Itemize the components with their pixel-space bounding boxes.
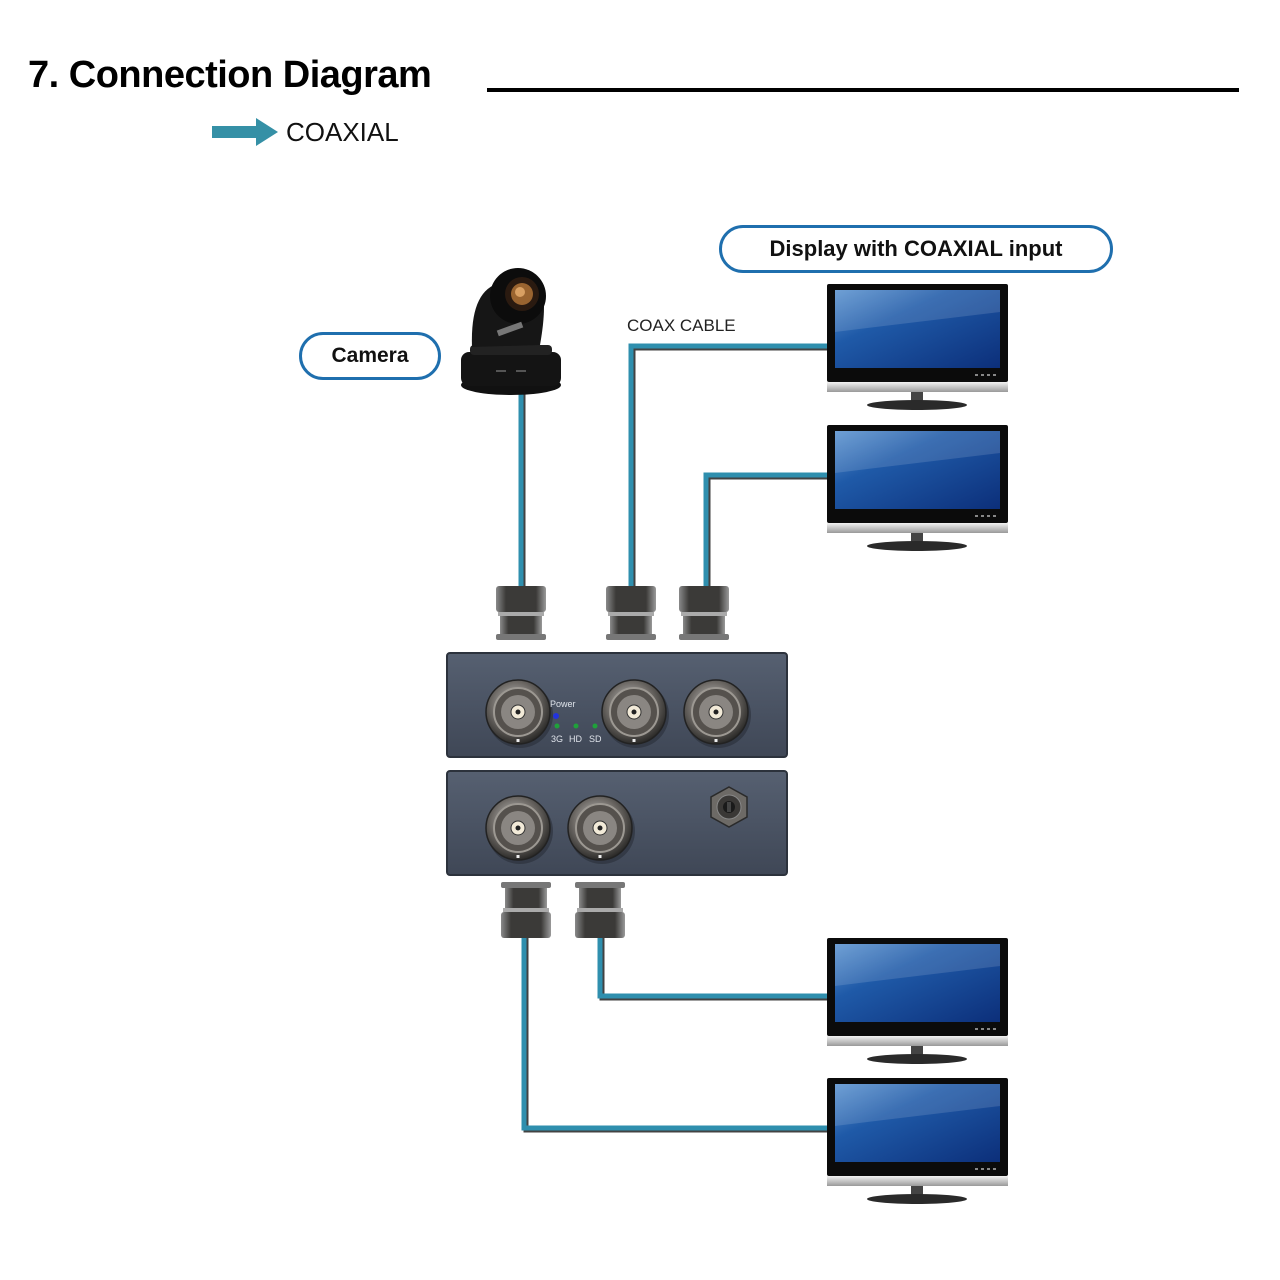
front-bnc-3[interactable] bbox=[683, 679, 751, 748]
legend: COAXIAL bbox=[212, 116, 399, 148]
bnc-plug-display-4 bbox=[501, 882, 551, 938]
display-label: Display with COAXIAL input bbox=[719, 225, 1113, 273]
led-sd bbox=[592, 723, 598, 729]
section-title: 7. Connection Diagram bbox=[28, 54, 432, 96]
led-label-power: Power bbox=[550, 699, 576, 709]
display-4 bbox=[827, 1078, 1008, 1204]
cable-display-4 bbox=[521, 936, 830, 1131]
display-2 bbox=[827, 425, 1008, 551]
screen bbox=[835, 944, 1000, 1022]
led-label-sd: SD bbox=[589, 734, 602, 744]
converter-front-panel: Power 3G HD SD bbox=[446, 652, 788, 758]
bnc-plug-display-2 bbox=[679, 586, 729, 640]
arrow-right-icon bbox=[212, 118, 278, 146]
led-label-3g: 3G bbox=[551, 734, 563, 744]
display-3 bbox=[827, 938, 1008, 1064]
screen bbox=[835, 290, 1000, 368]
screen bbox=[835, 431, 1000, 509]
cable-display-1 bbox=[628, 343, 830, 588]
led-power bbox=[553, 713, 559, 719]
screen bbox=[835, 1084, 1000, 1162]
bnc-plug-camera bbox=[496, 586, 546, 640]
led-hd bbox=[573, 723, 579, 729]
bnc-plug-display-1 bbox=[606, 586, 656, 640]
power-jack bbox=[710, 786, 748, 828]
led-3g bbox=[554, 723, 560, 729]
coax-cable-label: COAX CABLE bbox=[627, 316, 736, 335]
title-rule bbox=[487, 88, 1239, 92]
camera-label: Camera bbox=[299, 332, 441, 380]
ptz-camera bbox=[461, 268, 561, 395]
front-bnc-2[interactable] bbox=[601, 679, 669, 748]
converter-rear-panel bbox=[446, 770, 788, 876]
bnc-plug-display-3 bbox=[575, 882, 625, 938]
front-bnc-1[interactable] bbox=[485, 679, 553, 748]
cables bbox=[518, 343, 832, 1133]
cable-display-2 bbox=[703, 472, 830, 588]
cable-display-3 bbox=[597, 936, 830, 999]
rear-bnc-2[interactable] bbox=[567, 795, 635, 864]
legend-label: COAXIAL bbox=[286, 116, 399, 147]
display-1 bbox=[827, 284, 1008, 410]
rear-bnc-1[interactable] bbox=[485, 795, 553, 864]
led-label-hd: HD bbox=[569, 734, 582, 744]
